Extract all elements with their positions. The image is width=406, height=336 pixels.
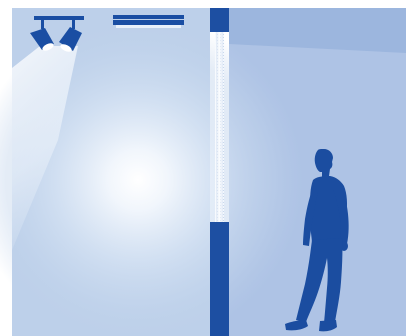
linear-ceiling-light-icon (113, 15, 184, 28)
